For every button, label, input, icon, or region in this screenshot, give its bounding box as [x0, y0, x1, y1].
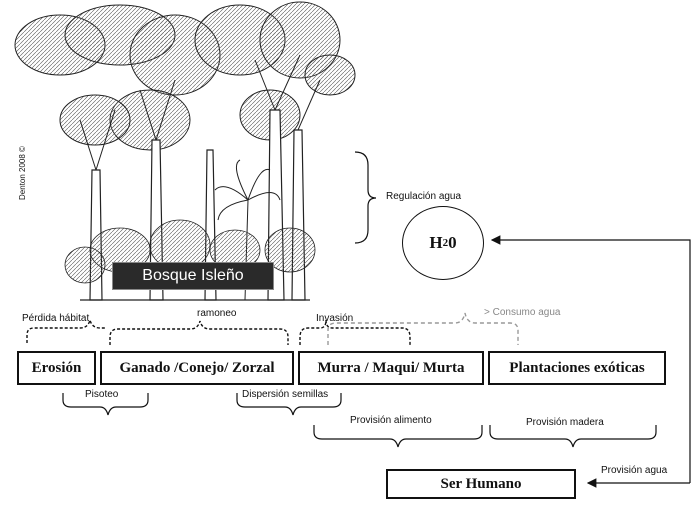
browsing-brace [109, 320, 289, 345]
habitat-loss-brace [26, 319, 105, 343]
water-symbol-tail: 0 [448, 233, 457, 252]
food-provision-brace [313, 425, 483, 448]
water-subscript: 2 [442, 237, 449, 249]
consumption-arrow-icon: > [484, 307, 493, 318]
water-regulation-brace [354, 151, 377, 244]
habitat-loss-label: Pérdida hábitat [22, 313, 90, 324]
invasion-label: Invasión [316, 313, 354, 324]
shrubs-box: Murra / Maqui/ Murta [298, 351, 484, 385]
seed-dispersal-brace [236, 393, 342, 416]
wood-provision-label: Provisión madera [526, 417, 604, 428]
trampling-label: Pisoteo [85, 389, 119, 400]
human-box: Ser Humano [386, 469, 576, 499]
food-provision-label: Provisión alimento [350, 415, 432, 426]
forest-label: Bosque Isleño [112, 262, 274, 290]
trampling-brace [62, 393, 149, 416]
water-provision-arrow [490, 235, 691, 483]
wood-provision-brace [489, 425, 657, 448]
water-consumption-brace [327, 312, 519, 345]
livestock-box: Ganado /Conejo/ Zorzal [100, 351, 294, 385]
plantations-box: Plantaciones exóticas [488, 351, 666, 385]
invasion-brace [299, 319, 411, 345]
water-consumption-text: Consumo agua [492, 307, 561, 318]
erosion-box: Erosión [17, 351, 96, 385]
undergrowth [64, 219, 316, 284]
water-provision-label: Provisión agua [601, 465, 668, 476]
water-regulation-label: Regulación agua [386, 191, 462, 202]
browsing-label: ramoneo [197, 308, 237, 319]
water-consumption-label: > Consumo agua [484, 308, 560, 318]
water-symbol: H [429, 233, 443, 252]
seed-dispersal-label: Dispersión semillas [242, 389, 329, 400]
